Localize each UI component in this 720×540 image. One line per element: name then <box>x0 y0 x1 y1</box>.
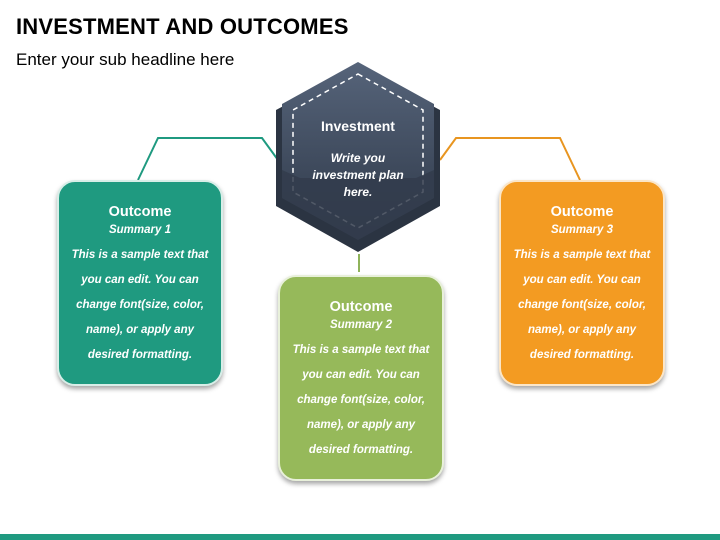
outcome-3-title: Outcome <box>550 204 614 220</box>
investment-body: Write you investment plan here. <box>312 151 404 199</box>
outcome-2-body: This is a sample text that you can edit.… <box>292 344 430 456</box>
outcome-card-3: Outcome Summary 3 This is a sample text … <box>499 180 665 386</box>
connector-right <box>439 137 581 181</box>
outcome-1-title: Outcome <box>108 204 172 220</box>
hex-dashed-border <box>292 73 424 229</box>
outcome-2-title: Outcome <box>329 299 393 315</box>
outcome-card-2: Outcome Summary 2 This is a sample text … <box>278 275 444 481</box>
page-subtitle: Enter your sub headline here <box>16 50 235 69</box>
outcome-1-subtitle: Summary 1 <box>108 224 171 236</box>
investment-hexagon: Investment Write you investment plan her… <box>270 58 446 254</box>
outcome-3-subtitle: Summary 3 <box>550 224 613 236</box>
outcome-2-subtitle: Summary 2 <box>329 319 392 331</box>
investment-title: Investment <box>321 118 395 134</box>
connector-left <box>137 137 279 181</box>
bottom-accent-bar <box>0 534 720 540</box>
page-title: INVESTMENT AND OUTCOMES <box>16 14 349 39</box>
outcome-1-body: This is a sample text that you can edit.… <box>71 249 209 361</box>
outcome-card-1: Outcome Summary 1 This is a sample text … <box>57 180 223 386</box>
outcome-3-body: This is a sample text that you can edit.… <box>513 249 651 361</box>
hex-lower-fold <box>282 170 434 240</box>
